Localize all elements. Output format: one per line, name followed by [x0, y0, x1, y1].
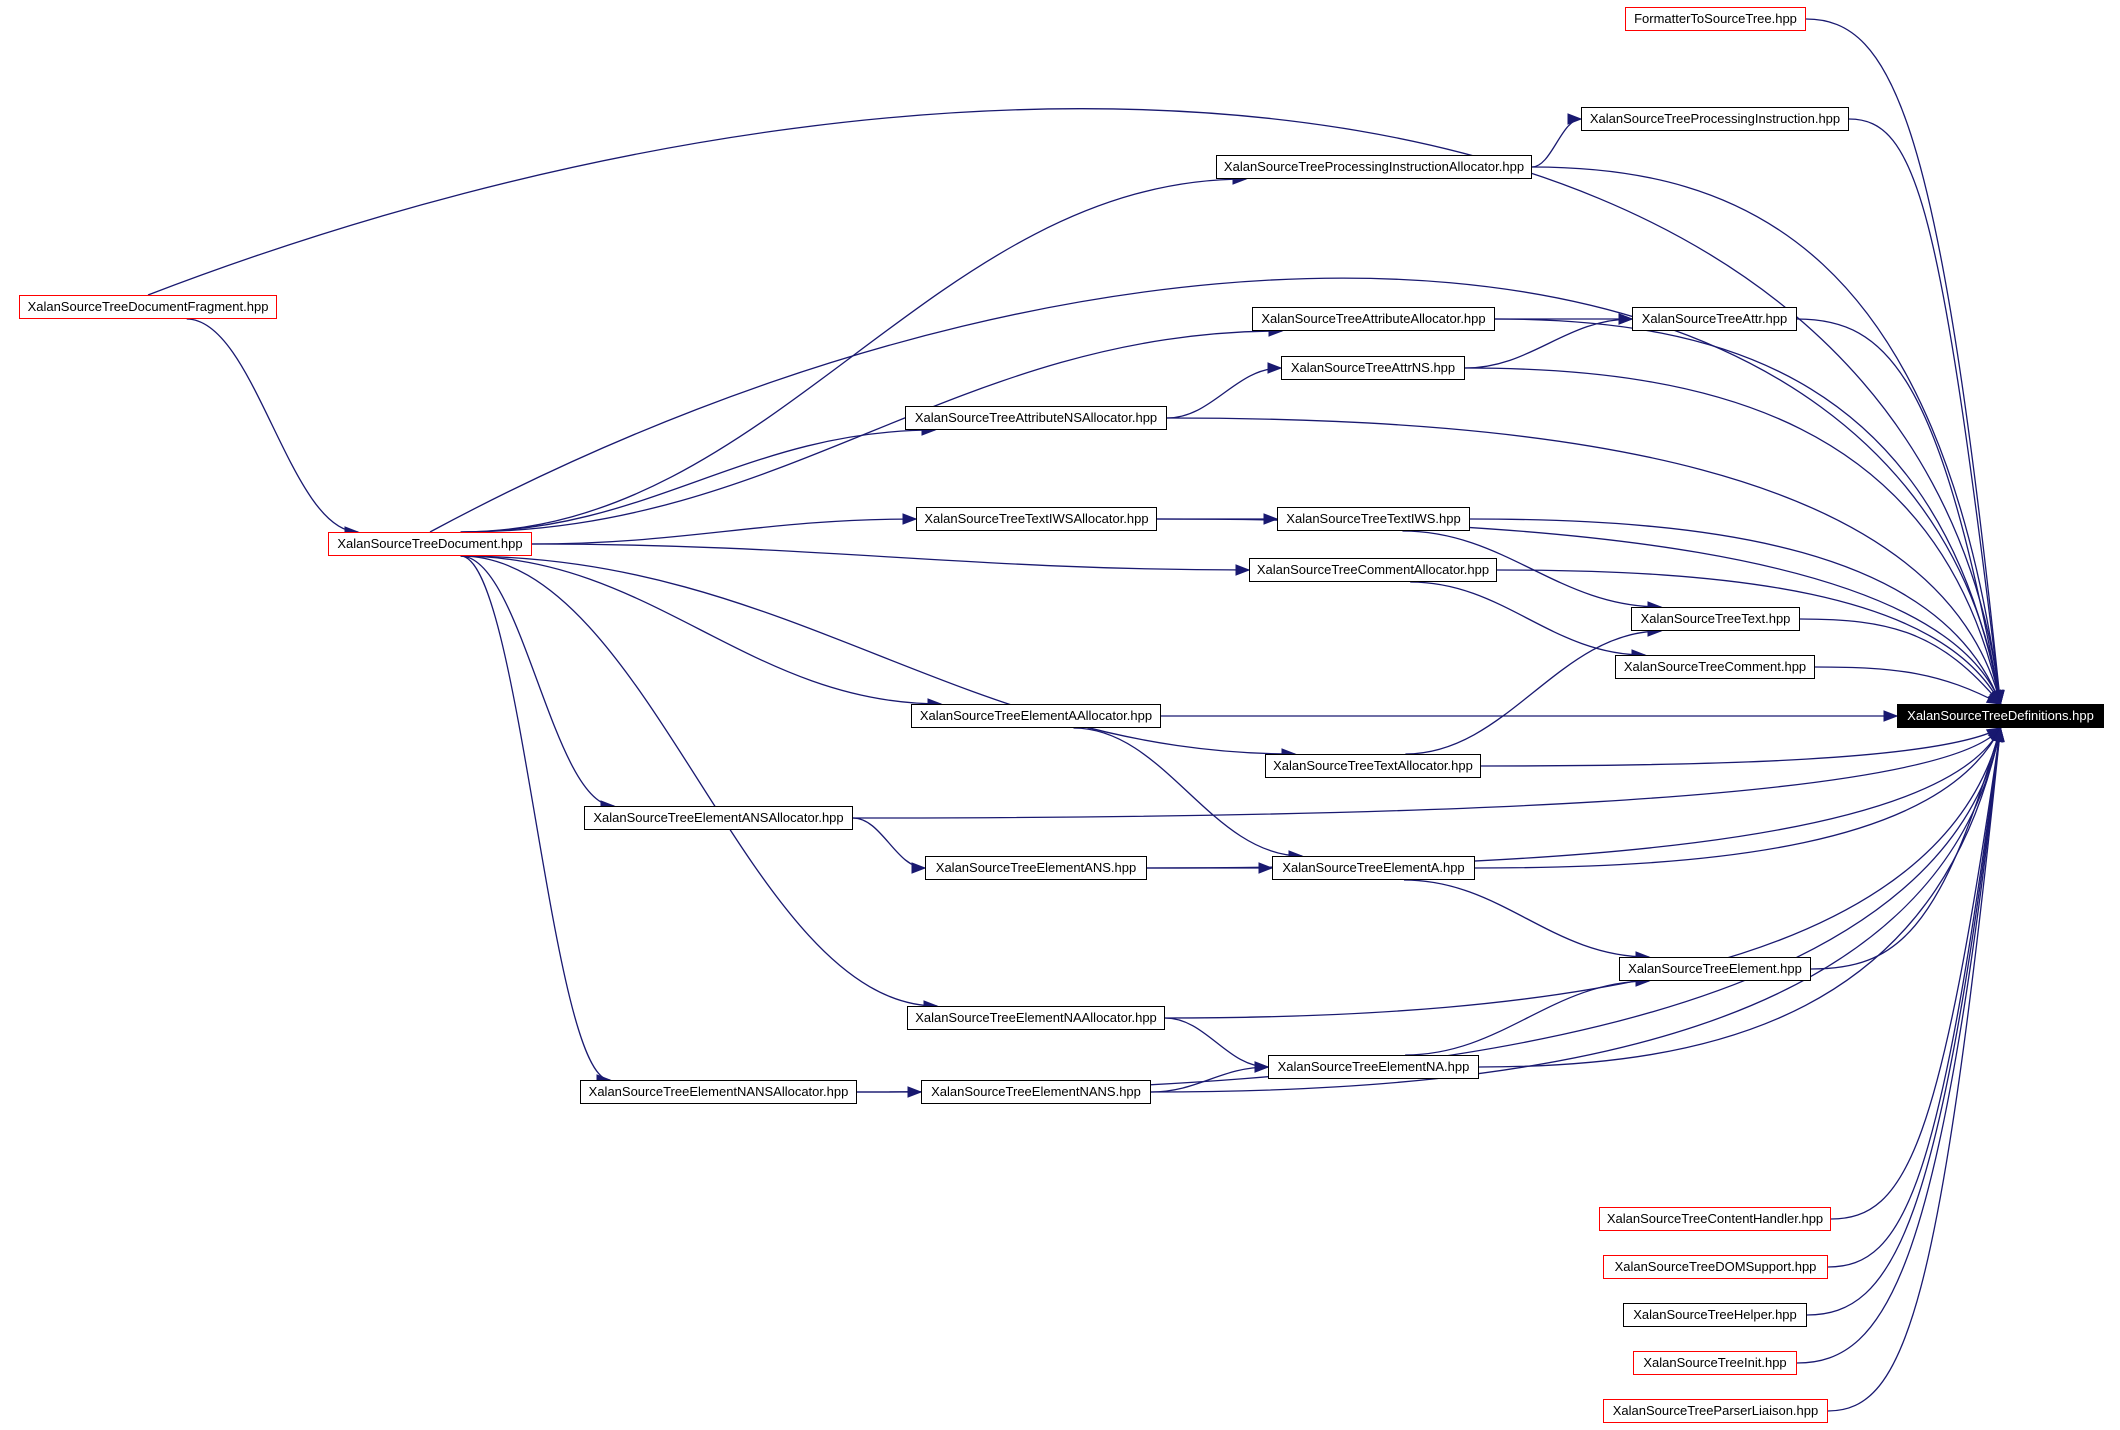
edge-textalloc-to-text — [1405, 630, 1662, 755]
node-elemaalloc[interactable]: XalanSourceTreeElementAAllocator.hpp — [911, 704, 1161, 728]
edge-attrnsalloc-to-defs — [1166, 417, 2002, 705]
edge-elemans-to-defs — [1146, 727, 2002, 869]
edge-commentalloc-to-defs — [1496, 569, 2002, 705]
edge-attrns-to-attr — [1464, 318, 1633, 369]
node-init[interactable]: XalanSourceTreeInit.hpp — [1633, 1351, 1797, 1375]
node-textiws[interactable]: XalanSourceTreeTextIWS.hpp — [1277, 507, 1470, 531]
node-elemna[interactable]: XalanSourceTreeElementNA.hpp — [1268, 1055, 1479, 1079]
edge-nans-to-defs — [1150, 727, 2002, 1093]
edge-nansalloc-to-defs — [856, 727, 2002, 1093]
edge-attr-to-defs — [1796, 318, 2002, 705]
arrowhead-icon — [1254, 1061, 1270, 1073]
node-textalloc[interactable]: XalanSourceTreeTextAllocator.hpp — [1265, 754, 1481, 778]
edge-formatter-to-defs — [1805, 18, 2002, 705]
edge-document-to-nansalloc — [460, 555, 611, 1081]
node-text[interactable]: XalanSourceTreeText.hpp — [1631, 607, 1800, 631]
node-contenthandler[interactable]: XalanSourceTreeContentHandler.hpp — [1599, 1207, 1831, 1231]
edge-parserliaison-to-defs — [1827, 727, 2002, 1412]
arrowhead-icon — [1235, 564, 1251, 576]
edge-document-to-attrnsalloc — [460, 429, 936, 533]
edge-contenthandler-to-defs — [1830, 727, 2002, 1220]
node-attralloc[interactable]: XalanSourceTreeAttributeAllocator.hpp — [1252, 307, 1495, 331]
node-attr[interactable]: XalanSourceTreeAttr.hpp — [1632, 307, 1797, 331]
edge-fragment-to-defs — [147, 108, 2002, 705]
edge-textiws-to-defs — [1469, 518, 2002, 705]
edge-elema-to-element — [1403, 879, 1650, 958]
edge-attrns-to-defs — [1464, 367, 2002, 705]
node-comment[interactable]: XalanSourceTreeComment.hpp — [1615, 655, 1815, 679]
edge-document-to-textalloc — [460, 555, 1296, 755]
edge-element-to-defs — [1810, 727, 2002, 970]
arrowhead-icon — [1263, 513, 1279, 525]
node-nans[interactable]: XalanSourceTreeElementNANS.hpp — [921, 1080, 1151, 1104]
edge-text-to-defs — [1799, 618, 2001, 705]
node-nansalloc[interactable]: XalanSourceTreeElementNANSAllocator.hpp — [580, 1080, 857, 1104]
node-helper[interactable]: XalanSourceTreeHelper.hpp — [1623, 1303, 1807, 1327]
edge-document-to-commentalloc — [531, 543, 1250, 571]
edge-helper-to-defs — [1806, 727, 2002, 1316]
arrowhead-icon — [1985, 692, 2002, 705]
arrowhead-icon — [1567, 113, 1583, 125]
node-pi[interactable]: XalanSourceTreeProcessingInstruction.hpp — [1581, 107, 1849, 131]
node-defs: XalanSourceTreeDefinitions.hpp — [1897, 704, 2104, 728]
arrowhead-icon — [902, 513, 918, 525]
node-parserliaison[interactable]: XalanSourceTreeParserLiaison.hpp — [1603, 1399, 1828, 1423]
edge-comment-to-defs — [1814, 666, 2001, 705]
edge-elemna-to-defs — [1478, 727, 2002, 1068]
edge-attralloc-to-defs — [1494, 318, 2002, 705]
arrowhead-icon — [1267, 362, 1283, 374]
edge-elemnaalloc-to-elemna — [1164, 1017, 1269, 1068]
edge-pi-to-defs — [1848, 118, 2002, 705]
node-formatter[interactable]: FormatterToSourceTree.hpp — [1625, 7, 1806, 31]
node-elema[interactable]: XalanSourceTreeElementA.hpp — [1272, 856, 1475, 880]
node-elemans[interactable]: XalanSourceTreeElementANS.hpp — [925, 856, 1147, 880]
node-attrnsalloc[interactable]: XalanSourceTreeAttributeNSAllocator.hpp — [905, 406, 1167, 430]
edge-pialloc-to-defs — [1531, 166, 2002, 705]
edge-fragment-to-document — [186, 318, 359, 533]
node-element[interactable]: XalanSourceTreeElement.hpp — [1619, 957, 1811, 981]
edge-commentalloc-to-comment — [1410, 581, 1646, 656]
edge-nans-to-elemna — [1150, 1066, 1269, 1093]
node-document[interactable]: XalanSourceTreeDocument.hpp — [328, 532, 532, 556]
node-textiwsalloc[interactable]: XalanSourceTreeTextIWSAllocator.hpp — [916, 507, 1157, 531]
node-elemnaalloc[interactable]: XalanSourceTreeElementNAAllocator.hpp — [907, 1006, 1165, 1030]
node-attrns[interactable]: XalanSourceTreeAttrNS.hpp — [1281, 356, 1465, 380]
edge-init-to-defs — [1796, 727, 2002, 1364]
edge-domsupport-to-defs — [1827, 727, 2002, 1268]
edge-attrnsalloc-to-attrns — [1166, 367, 1282, 419]
arrowhead-icon — [911, 862, 927, 874]
node-pialloc[interactable]: XalanSourceTreeProcessingInstructionAllo… — [1216, 155, 1532, 179]
edge-elemaalloc-to-elema — [1073, 727, 1303, 857]
edge-document-to-textiwsalloc — [531, 518, 917, 545]
arrowhead-icon — [1618, 313, 1634, 325]
edge-document-to-elemansalloc — [460, 555, 615, 807]
edge-document-to-elemaalloc — [460, 555, 942, 705]
edge-textiws-to-text — [1402, 530, 1662, 608]
arrowhead-icon — [1258, 862, 1274, 874]
edge-elemansalloc-to-defs — [852, 727, 2002, 819]
node-commentalloc[interactable]: XalanSourceTreeCommentAllocator.hpp — [1249, 558, 1497, 582]
node-elemansalloc[interactable]: XalanSourceTreeElementANSAllocator.hpp — [584, 806, 853, 830]
edge-elemna-to-element — [1405, 980, 1650, 1056]
edge-elema-to-defs — [1474, 727, 2002, 869]
edge-pialloc-to-pi — [1531, 118, 1582, 168]
edge-elemansalloc-to-elemans — [852, 817, 926, 869]
node-domsupport[interactable]: XalanSourceTreeDOMSupport.hpp — [1603, 1255, 1828, 1279]
node-fragment[interactable]: XalanSourceTreeDocumentFragment.hpp — [19, 295, 277, 319]
edge-document-to-defs — [429, 277, 2002, 705]
arrowhead-icon — [1883, 710, 1899, 722]
edge-document-to-elemnaalloc — [460, 555, 938, 1007]
edge-document-to-attralloc — [460, 330, 1283, 533]
edge-textalloc-to-defs — [1480, 727, 2001, 767]
arrowhead-icon — [1993, 726, 2005, 743]
